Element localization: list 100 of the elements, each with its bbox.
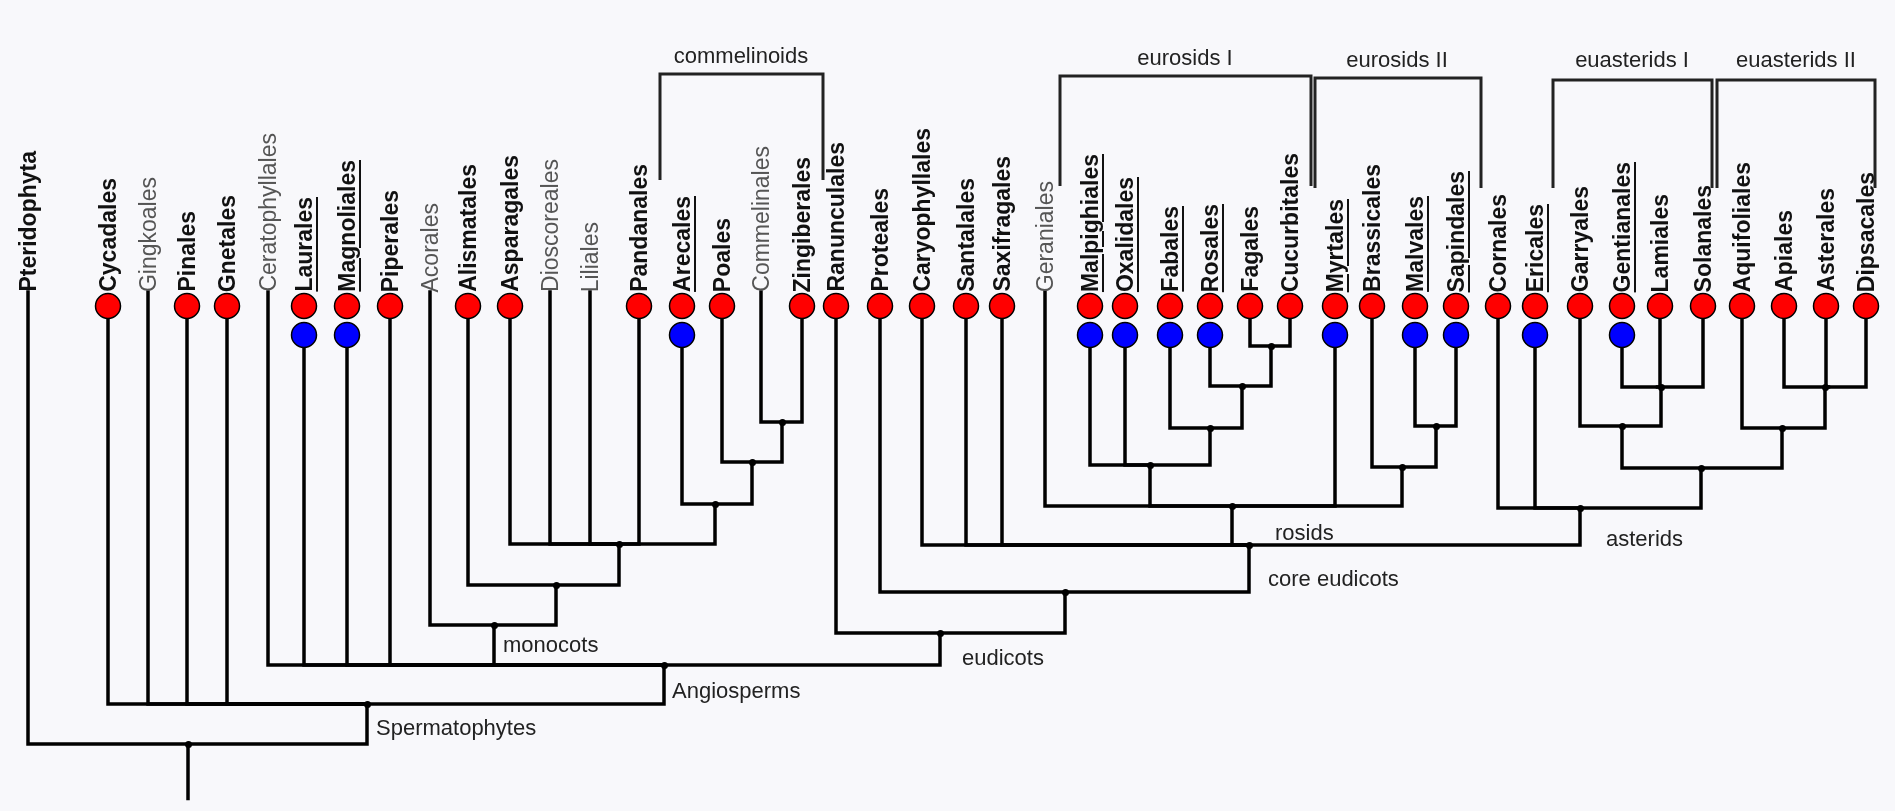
taxon-label: Oxalidales [1111,176,1139,292]
branch-line [186,745,190,801]
branch-line [189,705,369,746]
branch-line [1740,317,1781,430]
branch-point [711,500,719,508]
clade-label: Angiosperms [672,679,801,703]
branch-point [1618,422,1626,430]
branch-point [1657,383,1665,391]
taxon-label: Pteridophyta [14,151,42,292]
group-label: eurosids II [1346,48,1448,72]
taxon-label: Aquifoliales [1728,161,1756,292]
branch-line [1272,317,1292,348]
taxon-label: Rosales [1196,203,1224,292]
taxon-label: Fabales [1156,206,1184,292]
branch-point [1576,504,1584,512]
taxon-label: Zingiberales [788,156,816,292]
branch-line [1702,429,1784,470]
clade-label: rosids [1275,521,1334,545]
branch-line [720,317,751,464]
branch-line [492,626,663,667]
taxon-label: Acorales [416,202,444,292]
branch-line [1655,317,1662,389]
taxon-label: Brassicales [1358,164,1386,292]
branch-point [184,740,192,748]
branch-line [1623,388,1663,428]
taxon-label: Malvales [1401,196,1429,292]
taxon-label: Fagales [1236,206,1264,292]
clade-label: Spermatophytes [376,716,537,740]
branch-line [225,317,366,706]
branch-line [1826,317,1868,389]
taxon-label: Liliales [576,221,604,292]
taxon-label: Cucurbitales [1276,152,1304,292]
branch-line [368,666,666,706]
taxon-label: Malpighiales [1076,153,1104,292]
taxon-label: Dioscoreales [536,159,564,292]
taxon-label: Pinales [173,211,201,292]
branch-line [716,463,754,506]
taxon-label: Asterales [1812,188,1840,292]
taxon-label: Pandanales [625,164,653,292]
branch-line [1233,468,1404,508]
taxon-label: Piperales [376,189,404,292]
taxon-label: Gnetales [213,194,241,292]
branch-point [1146,461,1154,469]
branch-point [1228,502,1236,510]
taxon-label: Geraniales [1031,180,1059,292]
taxon-label: Cornales [1484,193,1512,292]
taxon-label: Sapindales [1442,170,1470,292]
taxon-label: Poales [708,217,736,292]
branch-point [778,418,786,426]
branch-line [759,290,781,424]
branch-point [615,540,623,548]
branch-point [660,661,668,669]
clade-label: eudicots [962,646,1044,670]
branch-line [783,317,804,424]
branch-line [1208,346,1241,388]
taxon-label: Magnoliales [333,160,361,292]
taxon-label: Lamiales [1646,193,1674,292]
branch-line [1403,427,1438,469]
taxon-label: Apiales [1770,210,1798,292]
clade-label: core eudicots [1268,567,1399,591]
branch-line [466,317,555,587]
branch-line [1370,317,1401,469]
branch-point [1778,424,1786,432]
branch-line [495,586,558,627]
taxon-label: Gentianales [1608,161,1636,292]
branch-line [26,290,187,746]
branch-point [1061,588,1069,596]
taxon-label: Ericales [1521,203,1549,292]
taxon-label: Proteales [866,188,894,292]
branch-line [620,505,717,546]
branch-line [1243,347,1273,388]
branch-point [1245,541,1253,549]
group-label: euasterids II [1736,48,1856,72]
taxon-label: Ranunculales [822,142,850,292]
branch-line [1151,429,1212,467]
taxon-label: Saxifragales [988,156,1016,292]
branch-line [1783,388,1827,430]
group-label: euasterids I [1575,48,1689,72]
branch-point [1398,463,1406,471]
branch-line [1250,509,1582,547]
taxon-label: Santalales [952,178,980,292]
branch-point [1238,382,1246,390]
group-label: commelinoids [673,44,809,68]
taxon-label: Caryophyllales [908,128,936,292]
branch-line [1437,346,1458,428]
taxon-label: Dipsacales [1852,171,1880,292]
branch-line [1662,317,1705,389]
branch-point [1432,422,1440,430]
branch-line [834,317,939,635]
branch-line [1578,317,1621,428]
branch-line [1782,317,1824,389]
branch-point [748,458,756,466]
branch-line [878,317,1064,594]
branch-point [1821,383,1829,391]
taxon-label: Gingkoales [134,176,162,292]
taxon-label: Laurales [290,197,318,292]
group-label: eurosids I [1137,46,1233,70]
branch-line [557,545,621,587]
taxon-label: Alismatales [454,164,482,292]
branch-point [1697,464,1705,472]
